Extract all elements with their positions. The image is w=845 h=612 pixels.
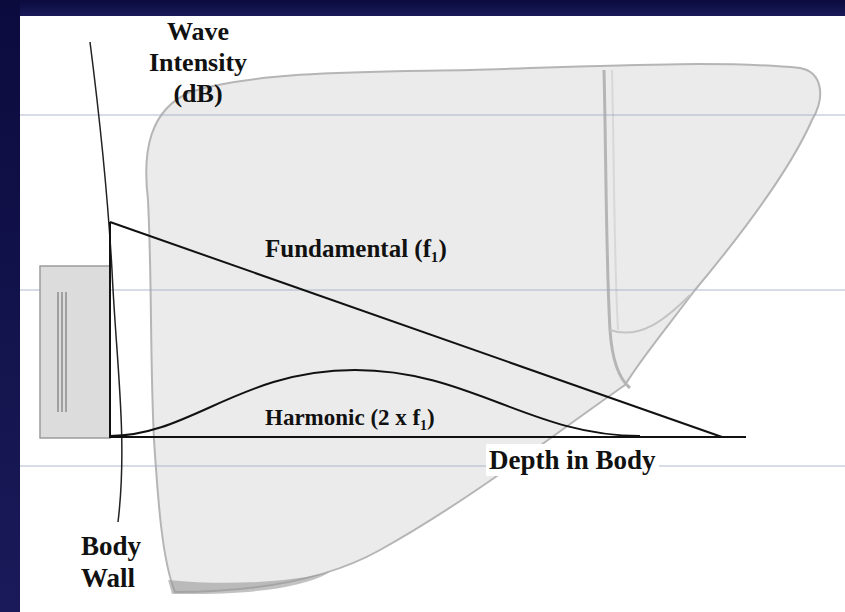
liver-outline bbox=[146, 64, 820, 592]
slide-top-bar bbox=[0, 0, 845, 16]
liver-fissure bbox=[612, 70, 618, 330]
transducer bbox=[40, 266, 110, 438]
curve-label: Harmonic (2 x f₁) bbox=[262, 404, 438, 432]
liver-shadow bbox=[168, 572, 330, 594]
depth-axis bbox=[110, 436, 746, 438]
transducer-element bbox=[61, 292, 62, 412]
intensity-axis bbox=[109, 222, 111, 438]
liver-fissure bbox=[604, 70, 630, 388]
guide-line bbox=[20, 290, 845, 291]
slide-left-bar bbox=[0, 0, 20, 612]
guide-line bbox=[20, 115, 845, 116]
axis-title: Wave Intensity (dB) bbox=[130, 16, 266, 110]
body-wall-line bbox=[90, 42, 122, 522]
harmonic-curve bbox=[110, 370, 640, 436]
guide-line bbox=[20, 466, 845, 467]
axis-title: Depth in Body bbox=[486, 444, 659, 476]
curve-label: Fundamental (f₁) bbox=[262, 234, 450, 264]
part-label: Body Wall bbox=[78, 530, 174, 595]
transducer-element bbox=[57, 292, 58, 412]
liver-ligament bbox=[610, 295, 690, 333]
fundamental-curve bbox=[110, 222, 722, 437]
transducer-element bbox=[65, 292, 66, 412]
